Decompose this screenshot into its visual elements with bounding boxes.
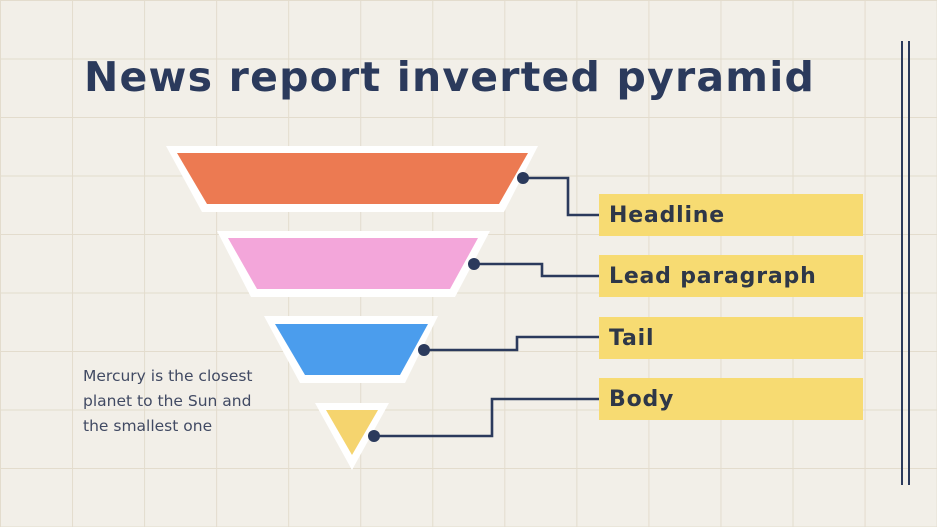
label-lead-paragraph-text: Lead paragraph xyxy=(609,263,817,289)
body-connector xyxy=(374,397,599,438)
decorative-vertical-line-left xyxy=(901,41,903,485)
headline-shape xyxy=(177,153,528,204)
lead-shape xyxy=(228,238,478,289)
headline-connector xyxy=(523,176,599,217)
description-text: Mercury is the closest planet to the Sun… xyxy=(83,367,253,435)
tail-shape xyxy=(275,324,428,375)
pyramid-level-tail[interactable] xyxy=(264,316,438,383)
label-lead-paragraph: Lead paragraph xyxy=(599,255,863,297)
label-headline-text: Headline xyxy=(609,202,725,228)
body-connector-dot-icon xyxy=(368,430,380,442)
lead-connector xyxy=(474,262,599,278)
lead-connector-dot-icon xyxy=(468,258,480,270)
label-body-text: Body xyxy=(609,386,675,412)
pyramid-level-lead[interactable] xyxy=(217,231,490,297)
tail-connector xyxy=(424,335,599,352)
label-body: Body xyxy=(599,378,863,420)
label-headline: Headline xyxy=(599,194,863,236)
pyramid-level-headline[interactable] xyxy=(166,146,538,212)
body-shape xyxy=(326,410,378,455)
label-tail: Tail xyxy=(599,317,863,359)
slide-title: News report inverted pyramid xyxy=(84,53,816,101)
pyramid-level-body[interactable] xyxy=(315,403,389,470)
label-tail-text: Tail xyxy=(609,325,655,351)
tail-connector-dot-icon xyxy=(418,344,430,356)
decorative-vertical-line-right xyxy=(908,41,910,485)
headline-connector-dot-icon xyxy=(517,172,529,184)
